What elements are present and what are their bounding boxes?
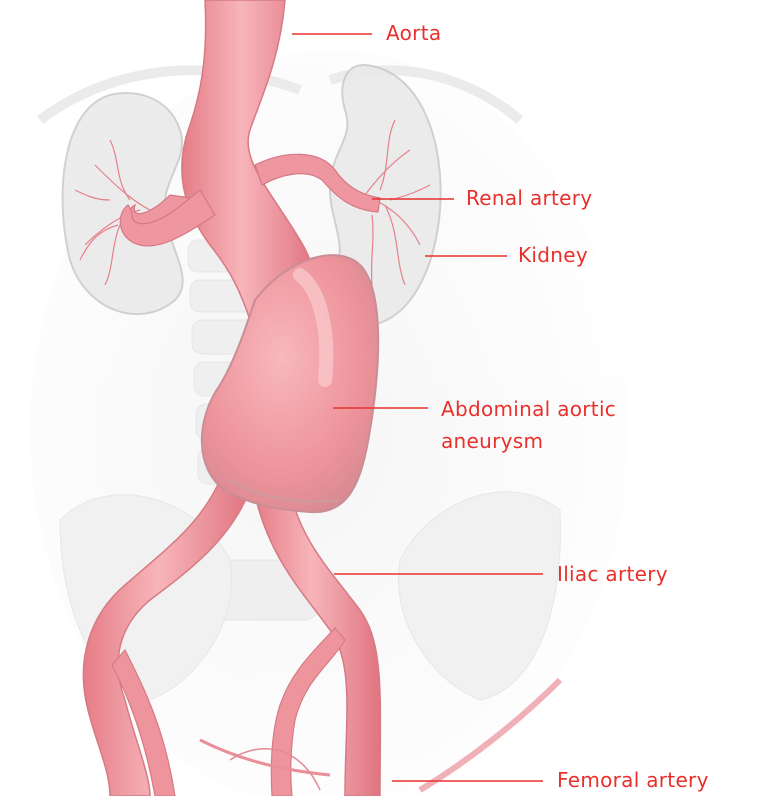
label-femoral-artery: Femoral artery: [557, 765, 709, 795]
label-aneurysm-line2: aneurysm: [441, 426, 543, 456]
label-iliac-artery: Iliac artery: [557, 559, 668, 589]
label-aorta: Aorta: [386, 18, 441, 48]
label-renal-artery: Renal artery: [466, 183, 592, 213]
label-aneurysm-line1: Abdominal aortic: [441, 394, 616, 424]
label-kidney: Kidney: [518, 240, 588, 270]
